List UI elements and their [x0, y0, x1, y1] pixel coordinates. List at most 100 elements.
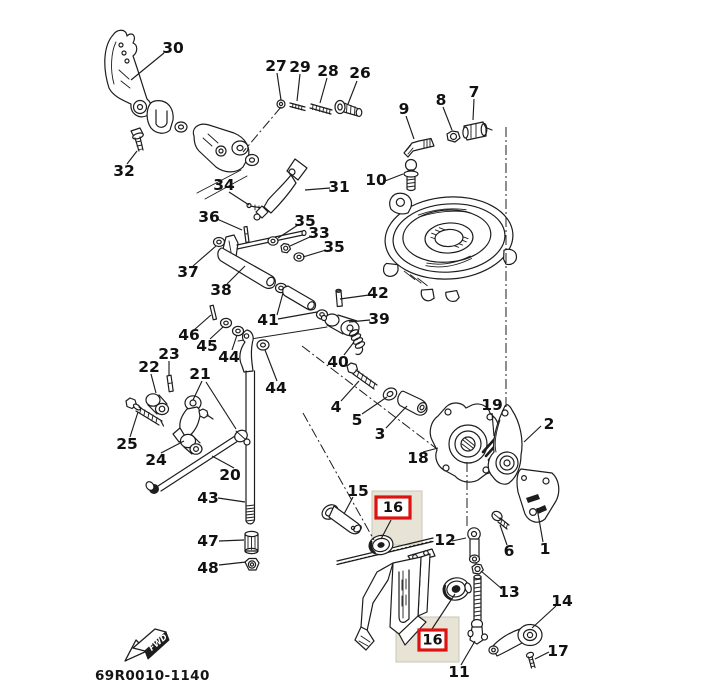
leader-line: [160, 440, 185, 454]
part-14-art: [488, 623, 543, 657]
part-label-23: 23: [158, 345, 180, 363]
part-15-art: [321, 504, 362, 535]
part-label-4: 4: [331, 398, 342, 416]
grommet-16a-art: [368, 534, 394, 556]
leader-line: [217, 497, 246, 503]
part-10-art: [403, 158, 419, 192]
part-label-29: 29: [289, 58, 311, 76]
part-label-32: 32: [113, 162, 135, 180]
center-line: [242, 106, 282, 153]
leader-line: [126, 150, 138, 165]
part-label-21: 21: [189, 365, 211, 383]
leader-line: [480, 570, 503, 590]
part-label-20: 20: [219, 466, 241, 484]
leader-line: [347, 80, 358, 105]
part-25-art: [125, 397, 165, 427]
part-label-2: 2: [544, 415, 555, 433]
leader-line: [442, 106, 453, 131]
leader-line: [150, 373, 157, 394]
part-label-30: 30: [162, 39, 184, 57]
part-label-40: 40: [327, 353, 349, 371]
part-label-14: 14: [551, 592, 573, 610]
leader-line: [531, 605, 557, 629]
part-label-5: 5: [352, 411, 363, 429]
leader-line: [216, 218, 243, 231]
part-label-47: 47: [197, 532, 219, 550]
part-label-8: 8: [436, 91, 447, 109]
leader-line: [384, 173, 404, 182]
leader-line: [277, 224, 299, 239]
part-30-art: [104, 29, 152, 118]
part-43-art: [239, 329, 256, 525]
part-24-art: [179, 433, 203, 455]
highlighted-part-label-16[interactable]: 16: [383, 500, 403, 516]
part-label-1: 1: [540, 540, 551, 558]
leader-line: [405, 115, 415, 140]
leader-line: [231, 334, 238, 351]
leader-line: [361, 396, 388, 415]
part-36-art: [243, 225, 250, 244]
part-28-art: [309, 103, 333, 115]
part-32-art: [130, 127, 144, 152]
leader-line: [472, 98, 475, 121]
part-label-35: 35: [323, 238, 345, 256]
leader-line: [499, 524, 508, 546]
part-1-art: [516, 468, 560, 523]
part-label-19: 19: [481, 396, 503, 414]
part-label-10: 10: [365, 171, 387, 189]
part-3-art: [397, 390, 428, 416]
part-26-art: [334, 99, 363, 118]
leader-line: [304, 187, 331, 191]
part-label-11: 11: [448, 663, 470, 681]
part-18-art: [429, 402, 500, 483]
leader-line: [130, 52, 165, 81]
grommet-16b-art: [442, 577, 472, 601]
highlighted-part-box-16[interactable]: [417, 628, 448, 652]
part-47-art: [244, 530, 259, 555]
leader-line: [431, 593, 456, 630]
part-label-12: 12: [434, 531, 456, 549]
part-label-45: 45: [196, 337, 218, 355]
part-label-7: 7: [469, 83, 480, 101]
leader-line: [205, 381, 237, 430]
part-label-18: 18: [407, 449, 429, 467]
leader-line: [218, 561, 247, 566]
part-label-42: 42: [367, 284, 389, 302]
part-38-art: [217, 247, 276, 290]
leader-line: [348, 319, 371, 323]
part-41-art: [274, 282, 329, 320]
leader-line: [343, 496, 354, 515]
part-label-34: 34: [213, 176, 235, 194]
washers-35-33-art: [267, 236, 305, 262]
leader-line: [451, 537, 467, 542]
part-label-31: 31: [328, 178, 350, 196]
highlighted-part-box-16[interactable]: [374, 495, 412, 520]
part-label-3: 3: [375, 425, 386, 443]
exploded-drawing: [104, 29, 560, 669]
leader-line: [536, 507, 544, 543]
leader-line: [226, 265, 246, 285]
part-21-art: [172, 395, 214, 443]
fwd-arrow: FWD: [124, 628, 170, 662]
part-12-art: [467, 527, 481, 564]
highlighted-part-label-16[interactable]: 16: [422, 633, 442, 649]
part-label-24: 24: [145, 451, 167, 469]
part-label-25: 25: [116, 435, 138, 453]
leader-line: [339, 294, 370, 300]
washers-44-45-46-art: [209, 304, 270, 351]
part-label-27: 27: [265, 57, 287, 75]
part-6-art: [491, 510, 510, 530]
leader-line: [343, 341, 355, 356]
part-label-9: 9: [399, 100, 410, 118]
leader-line: [276, 292, 284, 316]
part-label-17: 17: [547, 642, 569, 660]
leader-line: [192, 245, 217, 267]
clamp-art: [146, 100, 188, 134]
part-48-art: [244, 557, 260, 571]
part-22-art: [145, 393, 170, 416]
part-label-44: 44: [265, 379, 287, 397]
leader-line: [319, 77, 328, 104]
